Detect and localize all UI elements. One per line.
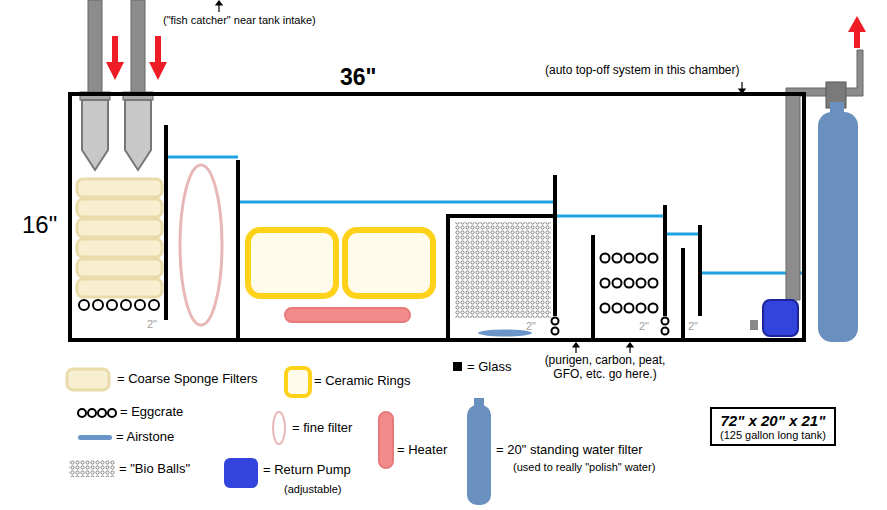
eggcrate-cell [613, 279, 622, 288]
eggcrate-cell [625, 279, 634, 288]
ceramic-rings [248, 230, 433, 296]
eggcrate-cell [649, 304, 658, 313]
sump-tank [70, 94, 804, 340]
eggcrate-cell [613, 304, 622, 313]
legend-label: = Heater [397, 443, 447, 458]
eggcrate-cell [637, 254, 646, 263]
legend-label: = Airstone [116, 430, 174, 445]
gap-dimension: 2" [688, 320, 698, 333]
eggcrate-cell [135, 300, 145, 310]
legend-note: (adjustable) [284, 483, 341, 496]
eggcrate-cell [625, 254, 634, 263]
eggcrate-cell [121, 300, 131, 310]
pointer-arrows [216, 1, 745, 353]
eggcrate-cell [107, 300, 117, 310]
spec-heading: 72" x 20" x 21" [720, 412, 826, 429]
eggcrate-cell [88, 409, 96, 417]
eggcrate-cell [149, 300, 159, 310]
eggcrate-cell [601, 304, 610, 313]
eggcrate-cell [649, 254, 658, 263]
eggcrate-cell [637, 304, 646, 313]
legend-note: (used to really "polish" water) [513, 461, 655, 474]
eggcrate-cell [79, 300, 89, 310]
legend-swatch [453, 362, 462, 371]
legend-label: = "Bio Balls" [119, 462, 190, 477]
eggcrate-cell [662, 318, 669, 325]
legend-label: = Glass [467, 360, 511, 375]
eggcrate-cell [108, 409, 116, 417]
legend-label: = Coarse Sponge Filters [117, 372, 258, 387]
glass-top [488, 214, 553, 218]
eggcrate-cell [613, 254, 622, 263]
fine-filter [180, 165, 222, 325]
eggcrate-cell [98, 409, 106, 417]
gap-dimension: 2" [526, 320, 536, 333]
legend-label: = 20" standing water filter [496, 443, 643, 458]
eggcrate-cell [649, 279, 658, 288]
eggcrate-cell [93, 300, 103, 310]
legend-label: = Return Pump [263, 463, 351, 478]
spec-box: 72" x 20" x 21"(125 gallon long tank) [710, 407, 836, 446]
legend-swatch [224, 458, 258, 488]
eggcrate-cell [625, 304, 634, 313]
glass-baffles [166, 125, 700, 340]
intake-pipes [80, 0, 153, 170]
legend-label: = fine filter [292, 421, 352, 436]
legend-samples [67, 368, 491, 505]
callout-note: (auto top-off system in this chamber) [545, 64, 740, 78]
eggcrate-cell [552, 318, 559, 325]
dimension-label: 16" [22, 211, 57, 239]
eggcrate-cell [78, 409, 86, 417]
eggcrate-cell [552, 328, 559, 335]
eggcrate-cell [662, 328, 669, 335]
eggcrate-cell [601, 279, 610, 288]
spec-note: (125 gallon long tank) [720, 429, 826, 441]
coarse-sponges [77, 179, 162, 297]
callout-note: ("fish catcher" near tank intake) [163, 14, 316, 27]
gap-dimension: 2" [639, 320, 649, 333]
gap-dimension: 2" [147, 318, 157, 331]
legend-label: = Ceramic Rings [314, 374, 410, 389]
pump-outlet [750, 320, 758, 330]
airstone [478, 330, 532, 337]
eggcrate-cell [637, 279, 646, 288]
return-pump [763, 300, 798, 336]
dimension-label: 36" [340, 64, 377, 90]
callout-note: (purigen, carbon, peat, GFO, etc. go her… [530, 354, 680, 382]
heater [285, 308, 410, 322]
legend-label: = Eggcrate [120, 405, 183, 420]
bio-balls [455, 222, 551, 318]
eggcrate [78, 254, 669, 418]
eggcrate-cell [601, 254, 610, 263]
